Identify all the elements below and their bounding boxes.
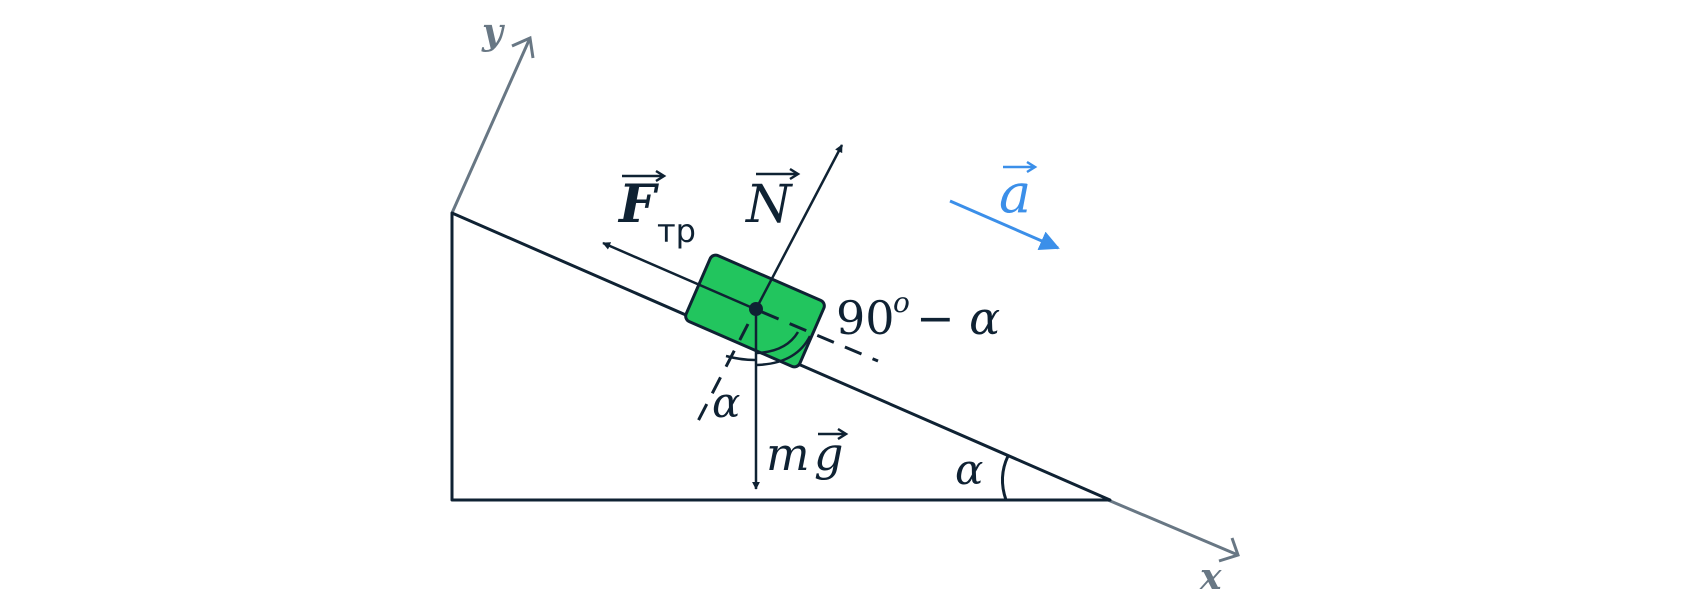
acceleration-vector-tip xyxy=(1026,160,1038,174)
normal-force-arrow xyxy=(754,144,844,310)
complement-arc-outer xyxy=(755,335,812,367)
normal-vector-tip xyxy=(789,167,801,181)
incline-angle-arc xyxy=(1001,455,1010,501)
acceleration-arrow xyxy=(949,199,1060,250)
normal-dashed-line xyxy=(695,323,750,424)
gravity-vector-tip xyxy=(837,427,849,441)
gravity-mass-label: m xyxy=(766,427,810,481)
incline-angle-label: α xyxy=(955,445,983,494)
complement-angle-degree: o xyxy=(893,286,910,319)
complement-arc-inner xyxy=(755,331,800,355)
gravity-angle-arc xyxy=(725,354,756,362)
normal-force-label: N xyxy=(744,175,793,235)
x-axis xyxy=(1107,498,1240,563)
gravity-angle-label: α xyxy=(712,378,740,427)
x-axis-label: x xyxy=(1199,556,1222,598)
complement-angle-number: 90 xyxy=(836,291,895,345)
complement-angle-rest: − α xyxy=(916,291,1000,345)
acceleration-label: a xyxy=(999,162,1031,225)
friction-force-label: F xyxy=(617,174,659,235)
friction-force-arrow xyxy=(602,241,756,311)
slope-dashed-line xyxy=(761,310,879,363)
gravity-g-label: g xyxy=(814,427,843,481)
friction-subscript: тр xyxy=(657,212,696,250)
friction-vector-tip xyxy=(655,169,667,183)
y-axis xyxy=(450,35,535,214)
block-center-point xyxy=(749,302,763,316)
y-axis-label: y xyxy=(481,11,505,53)
